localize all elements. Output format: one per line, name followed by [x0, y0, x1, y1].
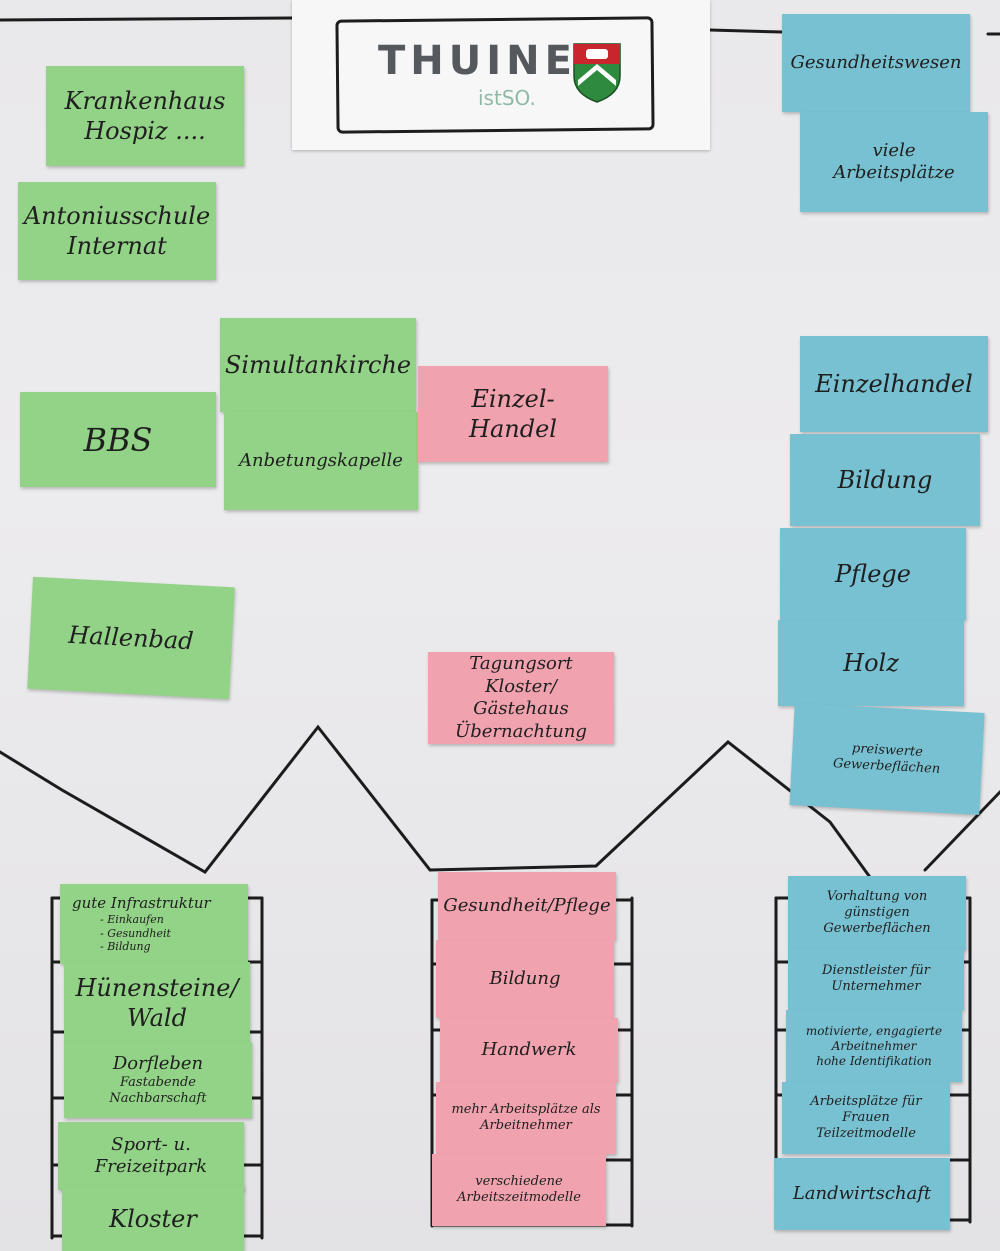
- logo-card: THUINE istSO.: [292, 0, 710, 150]
- note-bildung-bottom: Bildung: [436, 940, 614, 1018]
- note-holz: Holz: [778, 620, 964, 706]
- note-handwerk: Handwerk: [440, 1018, 618, 1082]
- note-krankenhaus: Krankenhaus Hospiz ....: [46, 66, 244, 166]
- note-einzelhandel-right: Einzelhandel: [800, 336, 988, 432]
- note-arbeitsplaetze-frauen: Arbeitsplätze für Frauen Teilzeitmodelle: [782, 1082, 950, 1154]
- note-gute-infrastruktur: gute Infrastruktur - Einkaufen - Gesundh…: [60, 884, 248, 964]
- note-preiswerte-gewerbeflaechen: preiswerte Gewerbeflächen: [789, 703, 985, 815]
- logo-name: THUINE: [378, 38, 577, 84]
- note-bildung-right: Bildung: [790, 434, 980, 526]
- note-simultankirche: Simultankirche: [220, 318, 416, 412]
- note-antoniusschule: Antoniusschule Internat: [18, 182, 216, 280]
- logo-slogan: istSO.: [478, 86, 536, 110]
- note-gesundheitswesen: Gesundheitswesen: [782, 14, 970, 112]
- note-dienstleister: Dienstleister für Unternehmer: [788, 948, 964, 1010]
- note-arbeitszeitmodelle: verschiedene Arbeitszeitmodelle: [432, 1154, 606, 1226]
- note-pflege: Pflege: [780, 528, 966, 620]
- note-tagungsort: Tagungsort Kloster/ Gästehaus Übernachtu…: [428, 652, 614, 744]
- note-anbetungskapelle: Anbetungskapelle: [224, 412, 418, 510]
- note-mehr-arbeitsplaetze: mehr Arbeitsplätze als Arbeitnehmer: [436, 1082, 616, 1154]
- note-motivierte-arbeitnehmer: motivierte, engagierte Arbeitnehmer hohe…: [786, 1010, 962, 1082]
- note-viele-arbeitsplaetze: viele Arbeitsplätze: [800, 112, 988, 212]
- note-dorfleben: Dorfleben Fastabende Nachbarschaft: [64, 1042, 252, 1118]
- note-gesundheit-pflege: Gesundheit/Pflege: [438, 872, 616, 940]
- note-bbs: BBS: [20, 392, 216, 487]
- note-huenensteine: Hünensteine/ Wald: [64, 962, 250, 1044]
- note-sport-freizeitpark: Sport- u. Freizeitpark: [58, 1122, 244, 1190]
- coat-of-arms-icon: [573, 43, 621, 103]
- note-landwirtschaft: Landwirtschaft: [774, 1158, 950, 1230]
- note-vorhaltung-gewerbeflaechen: Vorhaltung von günstigen Gewerbeflächen: [788, 876, 966, 950]
- note-kloster: Kloster: [62, 1186, 244, 1251]
- note-einzelhandel-middle: Einzel-Handel: [418, 366, 608, 462]
- note-hallenbad: Hallenbad: [27, 576, 235, 700]
